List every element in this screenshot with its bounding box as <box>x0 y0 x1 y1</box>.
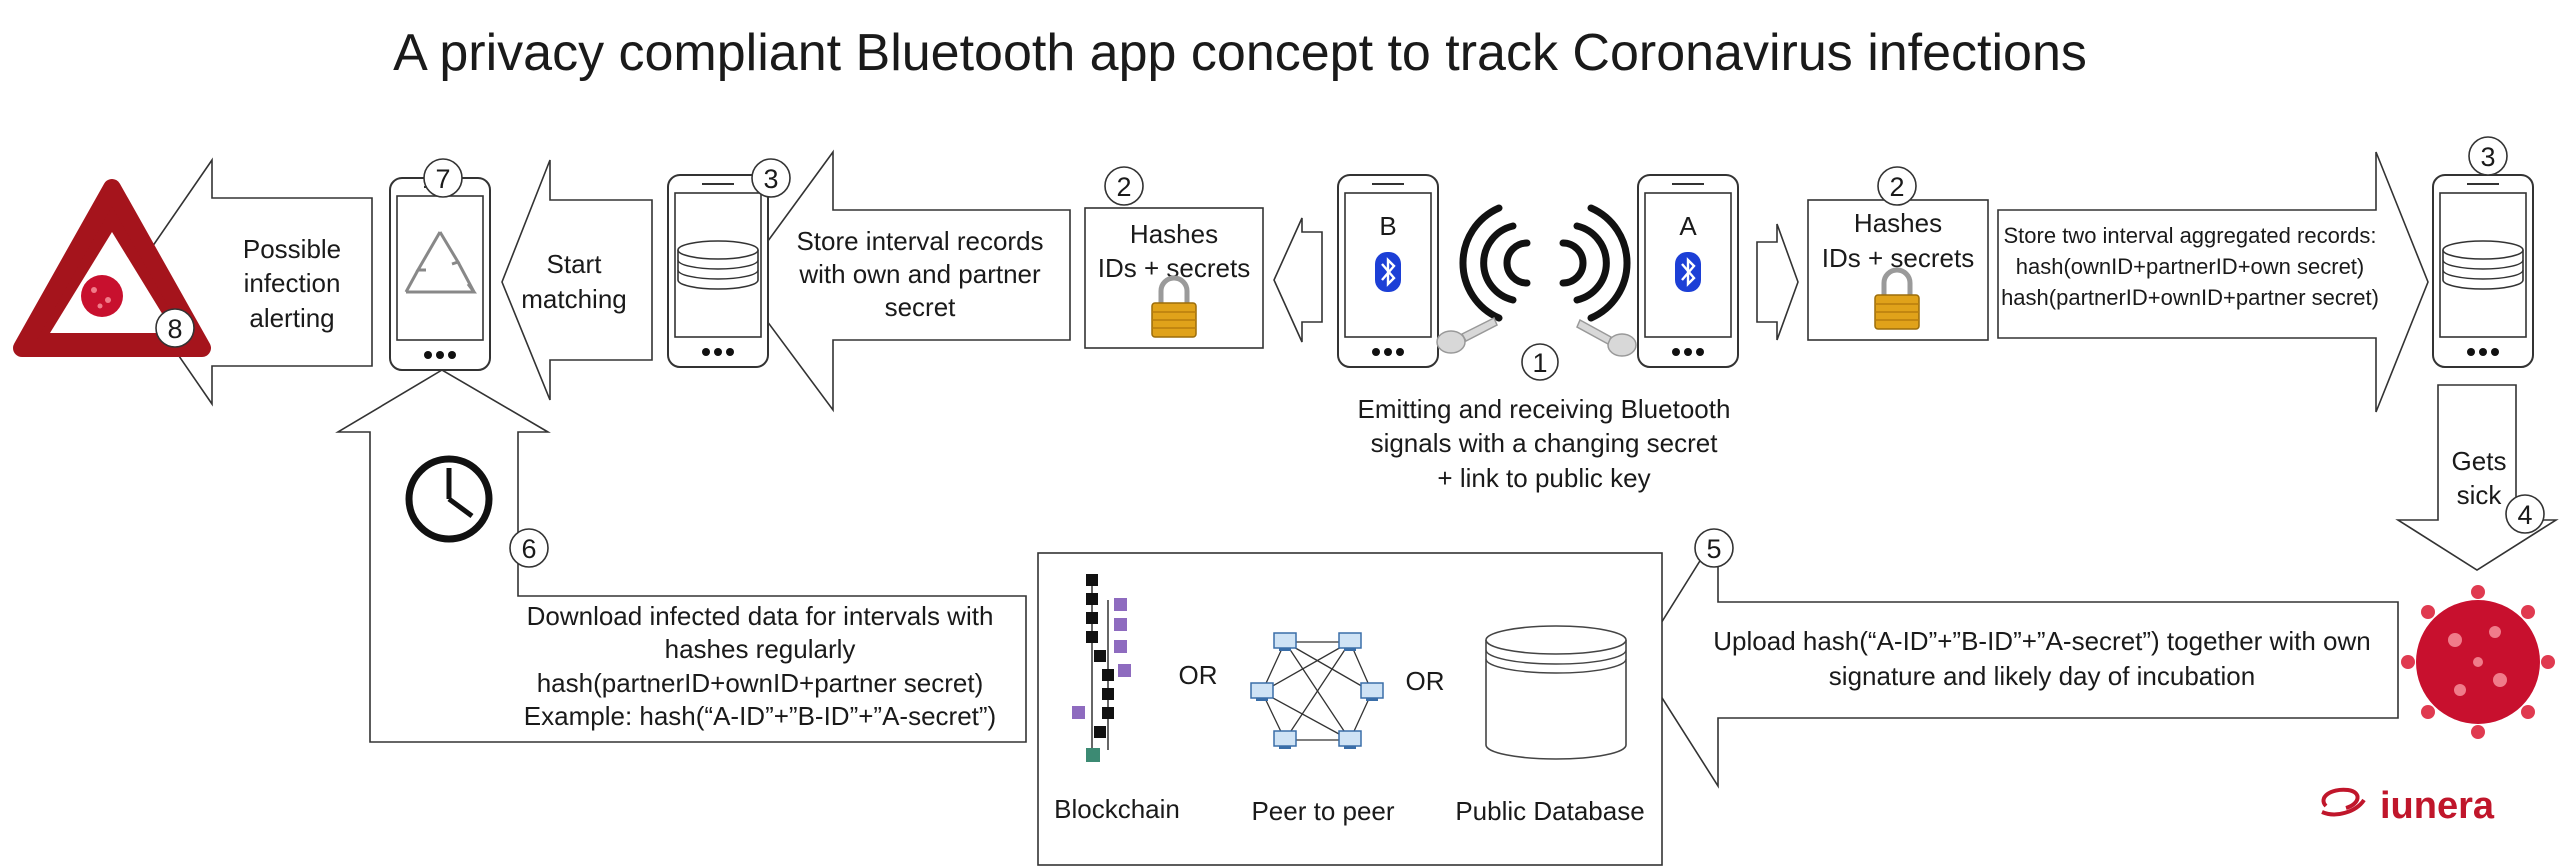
brand-logo: iunera <box>2321 785 2495 827</box>
svg-text:6: 6 <box>521 534 536 564</box>
svg-text:Example: hash(“A-ID”+”B-ID”+”A: Example: hash(“A-ID”+”B-ID”+”A-secret”) <box>524 701 996 731</box>
svg-text:3: 3 <box>763 164 778 194</box>
svg-text:secret: secret <box>885 292 957 322</box>
key-icon <box>1576 318 1637 357</box>
key-icon <box>1436 316 1498 354</box>
start-matching-label: Start matching <box>521 249 627 314</box>
step-circle-2-right: 2 <box>1877 166 1917 206</box>
svg-text:signals with a changing secret: signals with a changing secret <box>1371 428 1719 458</box>
virus-icon <box>2401 585 2555 739</box>
phone-matching-icon <box>389 177 491 371</box>
network-icon <box>1250 632 1384 750</box>
svg-text:Possible: Possible <box>243 234 341 264</box>
gets-sick-arrow <box>2395 384 2559 571</box>
alerting-arrow-label: Possible infection alerting <box>243 234 341 333</box>
step-circle-8: 8 <box>155 308 195 348</box>
virus-icon <box>81 275 123 317</box>
download-arrow <box>335 369 1027 743</box>
start-matching-arrow <box>501 159 653 401</box>
svg-text:1: 1 <box>1532 348 1547 378</box>
recycle-icon <box>404 231 477 294</box>
svg-text:sick: sick <box>2457 480 2503 510</box>
small-arrow-left <box>1273 217 1323 343</box>
emitting-label: Emitting and receiving Bluetooth signals… <box>1358 394 1731 493</box>
database-icon <box>1485 625 1627 760</box>
svg-text:hash(partnerID+ownID+partner s: hash(partnerID+ownID+partner secret) <box>2001 285 2379 310</box>
blockchain-label: Blockchain <box>1054 794 1180 824</box>
svg-text:4: 4 <box>2517 500 2532 530</box>
svg-text:2: 2 <box>1116 172 1131 202</box>
svg-text:Emitting and receiving Bluetoo: Emitting and receiving Bluetooth <box>1358 394 1731 424</box>
blockchain-icon <box>1072 574 1131 762</box>
svg-text:Start: Start <box>547 249 603 279</box>
svg-text:infection: infection <box>244 268 341 298</box>
svg-text:8: 8 <box>167 314 182 344</box>
upload-arrow <box>1637 529 2399 789</box>
brand-swirl-icon <box>2321 787 2366 817</box>
bluetooth-icon <box>1673 250 1703 294</box>
svg-text:3: 3 <box>2480 142 2495 172</box>
peer-to-peer-label: Peer to peer <box>1251 796 1394 826</box>
svg-text:signature and likely day of in: signature and likely day of incubation <box>1829 661 2255 691</box>
svg-text:iunera: iunera <box>2380 785 2495 827</box>
svg-text:+ link to public key: + link to public key <box>1437 463 1650 493</box>
database-icon <box>677 240 759 290</box>
step-circle-5: 5 <box>1694 528 1734 568</box>
svg-text:2: 2 <box>1889 172 1904 202</box>
signal-waves-icon <box>1459 204 1631 322</box>
svg-text:matching: matching <box>521 284 627 314</box>
step-circle-1: 1 <box>1521 343 1559 381</box>
download-label: Download infected data for intervals wit… <box>524 601 996 731</box>
phone-a-label: A <box>1679 211 1697 241</box>
svg-text:hashes regularly: hashes regularly <box>665 634 856 664</box>
store-two-arrow <box>1997 151 2429 413</box>
database-icon <box>2442 240 2524 290</box>
svg-text:7: 7 <box>435 164 450 194</box>
store-interval-label: Store interval records with own and part… <box>796 226 1043 322</box>
svg-text:with own and partner: with own and partner <box>798 259 1041 289</box>
gets-sick-label: Gets sick <box>2452 446 2507 510</box>
step-circle-3-right: 3 <box>2468 136 2508 176</box>
upload-label: Upload hash(“A-ID”+”B-ID”+”A-secret”) to… <box>1713 626 2370 691</box>
bluetooth-icon <box>1373 250 1403 294</box>
store-two-label: Store two interval aggregated records: h… <box>2001 223 2379 310</box>
svg-text:Store two interval aggregated: Store two interval aggregated records: <box>2004 223 2377 248</box>
hashes-right-title: Hashes <box>1854 208 1942 238</box>
svg-text:Gets: Gets <box>2452 446 2507 476</box>
step-circle-7: 7 <box>423 158 463 198</box>
step-circle-4: 4 <box>2505 494 2545 534</box>
warning-triangle-icon <box>13 179 211 357</box>
phone-b-label: B <box>1379 211 1396 241</box>
svg-text:hash(partnerID+ownID+partner s: hash(partnerID+ownID+partner secret) <box>537 668 984 698</box>
clock-icon <box>405 455 493 543</box>
hashes-left-title: Hashes <box>1130 219 1218 249</box>
svg-text:Upload hash(“A-ID”+”B-ID”+”A-s: Upload hash(“A-ID”+”B-ID”+”A-secret”) to… <box>1713 626 2370 656</box>
or-label-2: OR <box>1406 666 1445 696</box>
svg-text:Download infected data for int: Download infected data for intervals wit… <box>527 601 994 631</box>
svg-text:5: 5 <box>1706 534 1721 564</box>
small-arrow-right <box>1756 223 1799 341</box>
or-label-1: OR <box>1179 660 1218 690</box>
public-database-label: Public Database <box>1455 796 1644 826</box>
page-title: A privacy compliant Bluetooth app concep… <box>393 24 2087 82</box>
step-circle-2-left: 2 <box>1104 166 1144 206</box>
svg-text:alerting: alerting <box>249 303 334 333</box>
step-circle-3-left: 3 <box>751 158 791 198</box>
svg-text:Store interval records: Store interval records <box>796 226 1043 256</box>
step-circle-6: 6 <box>509 528 549 568</box>
svg-text:hash(ownID+partnerID+own secre: hash(ownID+partnerID+own secret) <box>2016 254 2365 279</box>
